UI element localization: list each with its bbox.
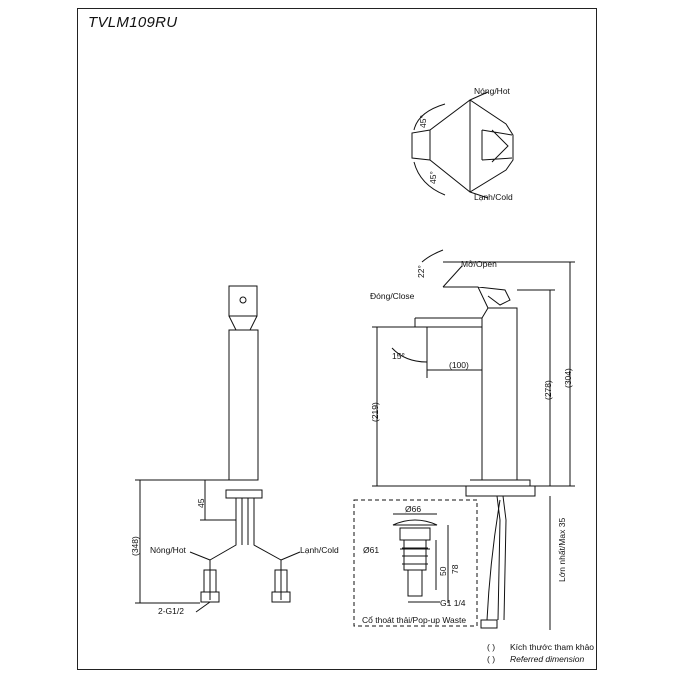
close-label: Đóng/Close <box>370 291 415 301</box>
top-view-lever <box>411 99 514 193</box>
front-base <box>225 489 263 499</box>
waste-d66-label: Ø66 <box>405 504 422 514</box>
open-label: Mở/Open <box>461 259 497 269</box>
waste-d61-label: Ø61 <box>363 545 380 555</box>
waste-view <box>353 499 478 627</box>
lever-angle-label: 22° <box>416 265 426 278</box>
thread-label: 2-G1/2 <box>158 606 184 616</box>
front-cold-connector <box>271 569 291 603</box>
drawing-frame <box>77 8 597 670</box>
legend-line-2: Referred dimension <box>510 654 585 664</box>
front-hot-connector <box>200 569 220 603</box>
waste-h50-label: 50 <box>438 566 448 576</box>
side-hose <box>486 499 501 621</box>
top-hot-label: Nóng/Hot <box>474 86 510 96</box>
top-view-hot-arc <box>413 103 446 131</box>
lever-angle-arc <box>421 249 444 263</box>
max-deck-label: Lớn nhất/Max 35 <box>557 517 567 582</box>
side-shank <box>496 495 507 621</box>
spout-height-label: (219) <box>370 402 380 422</box>
top-view-lever-detail <box>429 100 513 192</box>
legend-bracket-1: ( ) <box>487 642 496 652</box>
legend-line-1: Kích thước tham khảo <box>510 642 595 652</box>
cold-leader <box>280 551 301 561</box>
front-hot-label: Nóng/Hot <box>150 545 186 555</box>
waste-cap <box>392 519 438 526</box>
side-body <box>481 318 518 481</box>
top-view-hot-leader <box>469 91 489 101</box>
side-spout <box>414 307 518 328</box>
hot-leader <box>189 551 211 561</box>
spout-reach-label: (100) <box>449 360 469 370</box>
side-lever <box>443 286 511 309</box>
top-angle-hot: 45° <box>418 115 428 128</box>
thread-leader <box>195 601 211 613</box>
top-view-cold-leader <box>469 191 489 199</box>
spout-angle-label: 15° <box>392 351 405 361</box>
side-view <box>372 249 575 630</box>
front-view <box>135 285 301 613</box>
waste-h78-label: 78 <box>450 564 460 574</box>
dim-348-label: (348) <box>130 536 140 556</box>
waste-flange <box>399 527 431 541</box>
total-304-label: (304) <box>563 368 573 388</box>
top-angle-cold: 45° <box>428 171 438 184</box>
side-base <box>465 479 536 497</box>
top-cold-label: Lạnh/Cold <box>474 192 513 202</box>
legend-bracket-2: ( ) <box>487 654 496 664</box>
front-lever <box>228 285 258 317</box>
front-hose-cold <box>247 498 282 600</box>
waste-frame <box>353 499 478 627</box>
waste-caption: Cổ thoát thải/Pop-up Waste <box>362 615 467 625</box>
lever-open-line <box>442 265 463 288</box>
dim-45-label: 45 <box>196 498 206 508</box>
top-view <box>411 91 514 199</box>
total-278-label: (278) <box>543 380 553 400</box>
side-hose-nut <box>480 619 498 629</box>
model-title: TVLM109RU <box>88 14 178 31</box>
front-hose-hot <box>209 498 243 600</box>
spout-angle-arc <box>391 347 428 363</box>
front-indicator <box>239 296 247 304</box>
top-view-cold-arc <box>413 161 446 196</box>
waste-tail <box>407 569 423 597</box>
front-cold-label: Lạnh/Cold <box>300 545 339 555</box>
front-body <box>228 329 259 481</box>
front-lever-joint <box>228 315 258 331</box>
waste-thread-label: G1 1/4 <box>440 598 466 608</box>
waste-body <box>402 539 428 571</box>
